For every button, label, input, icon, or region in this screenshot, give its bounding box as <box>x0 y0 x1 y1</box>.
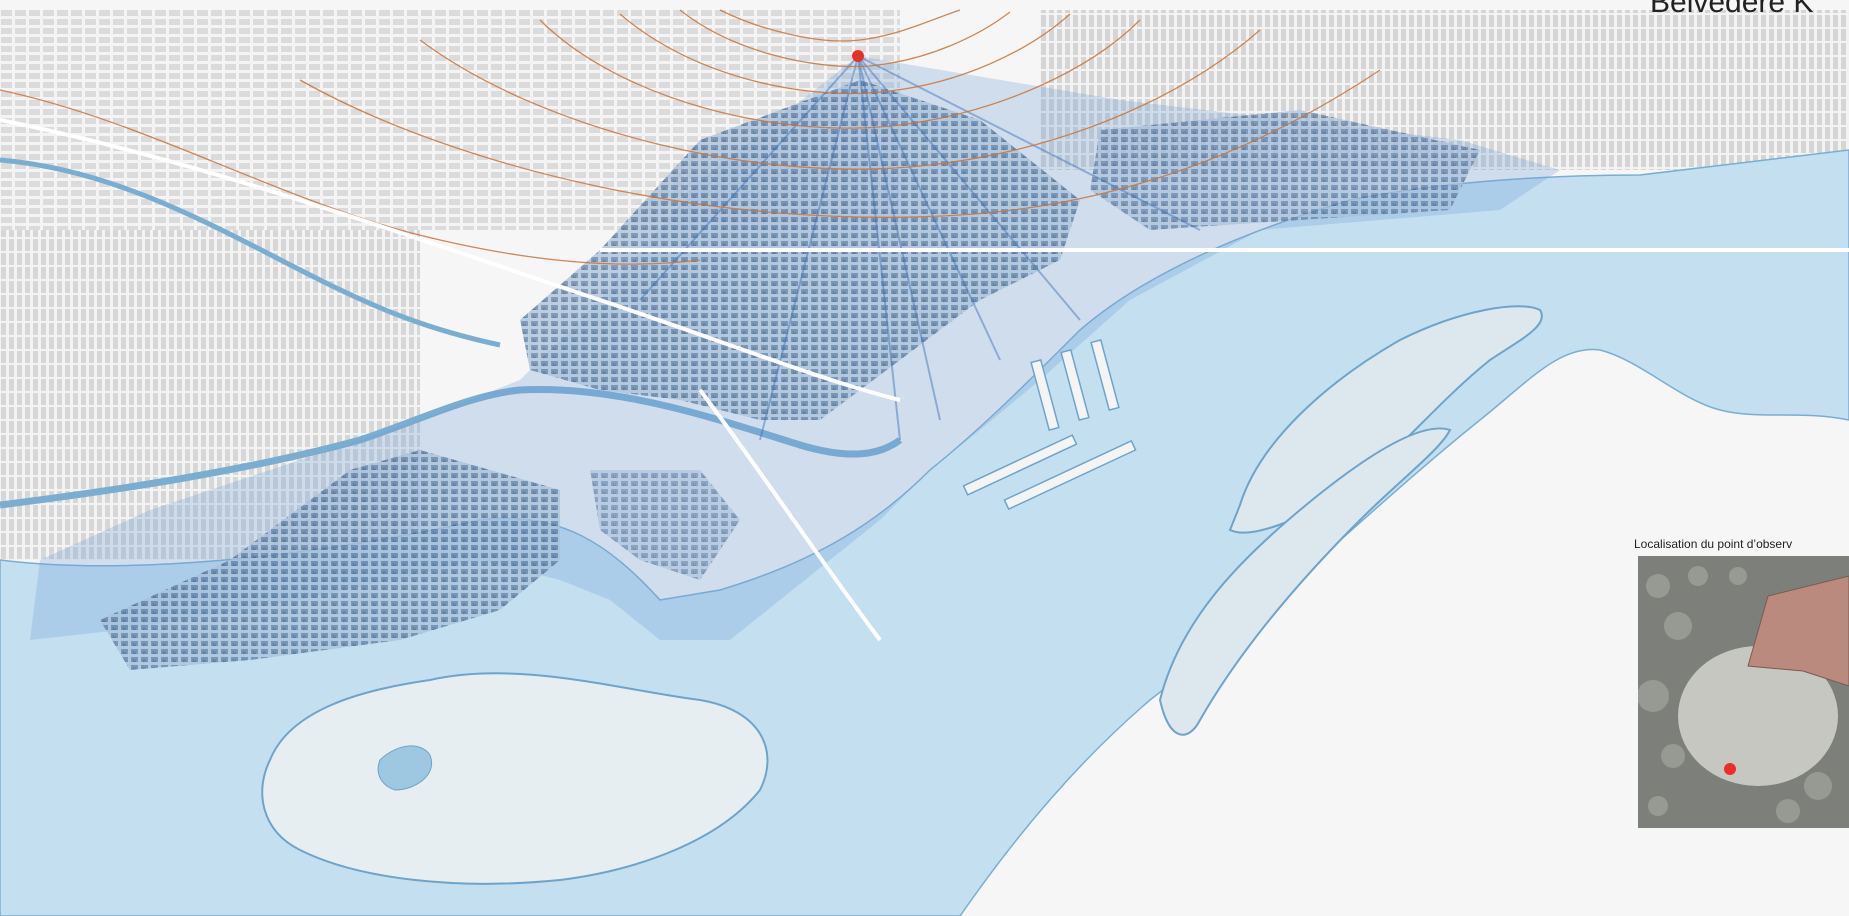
viewshed-dense-cluster-southwest <box>100 450 560 670</box>
port-piers <box>962 338 1137 511</box>
island-south-lake <box>377 745 433 791</box>
inset-terrace <box>1678 646 1838 786</box>
inset-aerial-photo <box>1638 556 1849 828</box>
viewshed-dense-cluster-east <box>1090 110 1480 230</box>
inset-tree-texture <box>1638 566 1832 823</box>
inset-label: Localisation du point d’observ <box>1634 537 1793 551</box>
canal <box>0 386 903 509</box>
contour-lines <box>0 9 1381 265</box>
viewshed-dense-cluster-south <box>590 470 740 580</box>
island-south <box>261 672 769 885</box>
inset-chalet-roof <box>1747 575 1849 687</box>
inset-observation-point <box>1724 763 1736 775</box>
island-long <box>1158 427 1452 736</box>
observation-point[interactable] <box>852 50 864 62</box>
major-roads <box>0 118 1849 642</box>
canal-north <box>0 157 501 348</box>
map-title: Belvédère K <box>1650 0 1814 19</box>
